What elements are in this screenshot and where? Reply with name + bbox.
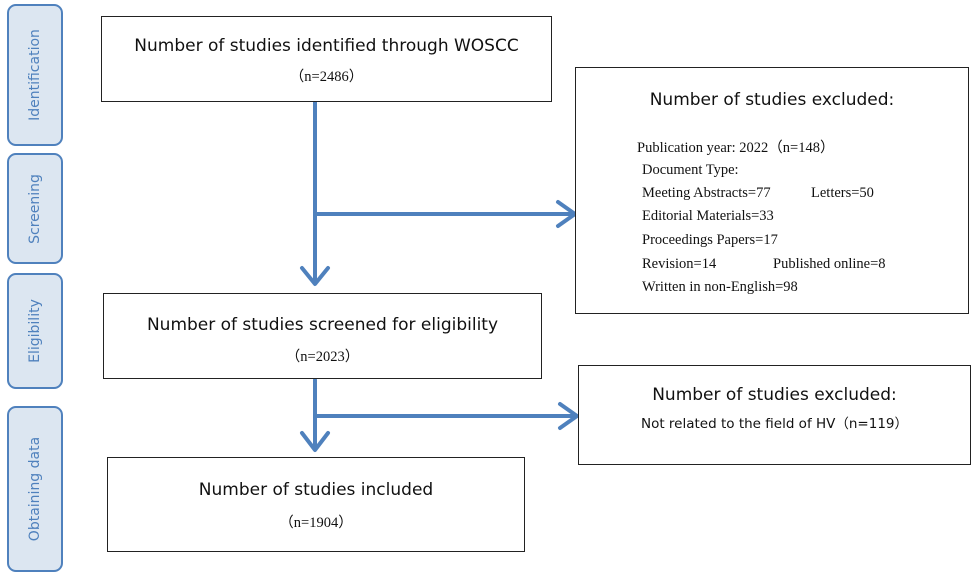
excluded-1-revision: Revision=14 bbox=[642, 256, 717, 272]
screened-box: Number of studies screened for eligibili… bbox=[103, 293, 542, 379]
arrow-main-1-head bbox=[300, 266, 330, 286]
excluded-1-published-online: Published online=8 bbox=[773, 256, 886, 272]
identified-count: （n=2486） bbox=[289, 69, 364, 85]
identified-title: Number of studies identified through WOS… bbox=[134, 36, 519, 56]
screened-title: Number of studies screened for eligibili… bbox=[146, 315, 499, 335]
excluded-1-editorial-materials: Editorial Materials=33 bbox=[642, 208, 774, 224]
excluded-1-non-english: Written in non-English=98 bbox=[642, 279, 798, 295]
excluded-1-document-type: Document Type: bbox=[642, 162, 739, 178]
excluded-2-reason: Not related to the field of HV（n=119） bbox=[640, 416, 909, 432]
excluded-box-2: Number of studies excluded: Not related … bbox=[578, 365, 971, 465]
arrow-excl-2-head bbox=[558, 402, 579, 430]
arrow-main-2-head bbox=[300, 431, 330, 452]
excluded-1-title: Number of studies excluded: bbox=[649, 90, 895, 110]
included-title: Number of studies included bbox=[198, 480, 434, 500]
screened-count: （n=2023） bbox=[285, 349, 360, 365]
excluded-1-meeting-abstracts: Meeting Abstracts=77 bbox=[642, 185, 771, 201]
identified-box: Number of studies identified through WOS… bbox=[101, 16, 552, 102]
included-count: （n=1904） bbox=[279, 515, 353, 531]
stage-obtaining-data: Obtaining data bbox=[7, 406, 63, 572]
excluded-1-proceedings-papers: Proceedings Papers=17 bbox=[642, 232, 778, 248]
excluded-1-publication-year: Publication year: 2022（n=148） bbox=[637, 140, 835, 156]
excluded-box-1: Number of studies excluded: Publication … bbox=[575, 67, 969, 314]
included-box: Number of studies included （n=1904） bbox=[107, 457, 525, 552]
stage-eligibility: Eligibility bbox=[7, 273, 63, 389]
excluded-2-title: Number of studies excluded: bbox=[652, 385, 897, 405]
stage-screening: Screening bbox=[7, 153, 63, 264]
stage-identification: Identification bbox=[7, 4, 63, 146]
excluded-1-letters: Letters=50 bbox=[811, 185, 874, 201]
